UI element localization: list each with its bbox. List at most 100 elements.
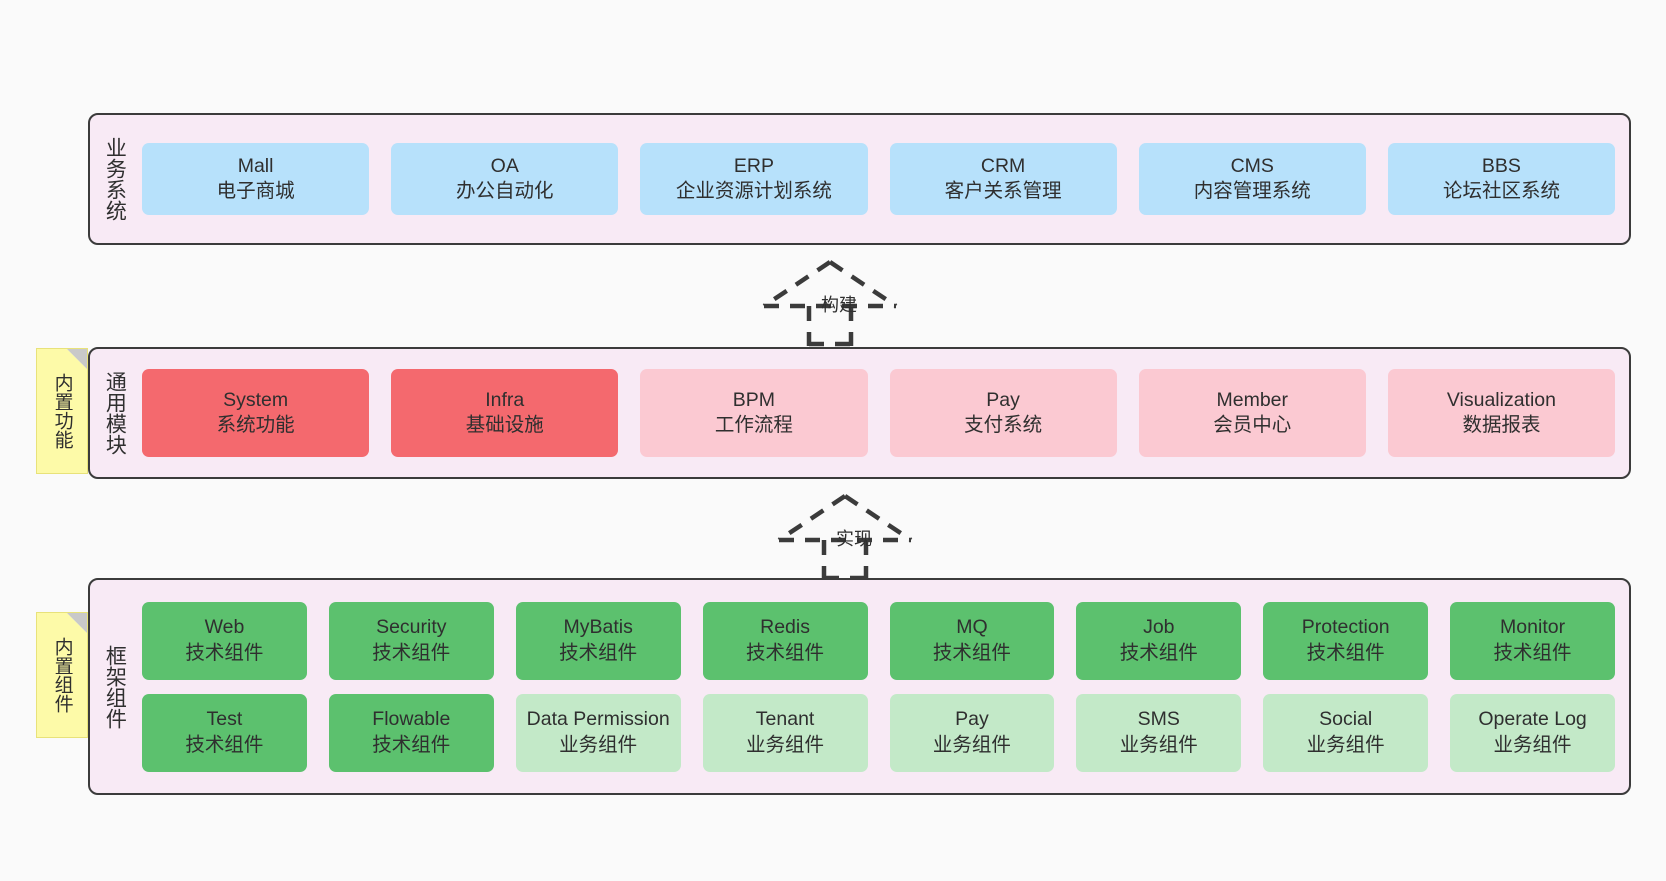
module-card-security[interactable]: Security 技术组件: [328, 601, 494, 680]
module-card-job[interactable]: Job 技术组件: [1076, 601, 1242, 680]
module-name: Social: [1319, 708, 1373, 731]
module-desc: 论坛社区系统: [1442, 180, 1560, 202]
layer-row: Test 技术组件 Flowable 技术组件 Data Permission …: [142, 693, 1615, 772]
module-card-social[interactable]: Social 业务组件: [1263, 693, 1429, 772]
module-desc: 客户关系管理: [944, 180, 1062, 202]
module-name: Test: [206, 708, 243, 731]
layer-row: Mall 电子商城 OA 办公自动化 ERP 企业资源计划系统 CRM 客户关系…: [142, 143, 1616, 215]
layer-common-module: 通用模块 System 系统功能 Infra 基础设施 BPM 工作流程 Pay…: [88, 347, 1631, 479]
module-desc: 技术组件: [559, 641, 638, 664]
module-name: BBS: [1481, 154, 1521, 177]
module-name: Mall: [237, 154, 274, 177]
module-card-mall[interactable]: Mall 电子商城: [142, 143, 370, 215]
module-card-bbs[interactable]: BBS 论坛社区系统: [1387, 143, 1616, 215]
layer-body-framework-component: Web 技术组件 Security 技术组件 MyBatis 技术组件 Redi…: [138, 580, 1629, 793]
connector-label-implement: 实现: [836, 529, 872, 549]
module-name: CMS: [1230, 154, 1274, 177]
sticky-note-label: 内置组件: [51, 637, 73, 713]
layer-body-common-module: System 系统功能 Infra 基础设施 BPM 工作流程 Pay 支付系统…: [138, 349, 1629, 477]
module-desc: 业务组件: [1306, 733, 1385, 756]
module-desc: 基础设施: [465, 414, 544, 436]
module-card-crm[interactable]: CRM 客户关系管理: [889, 143, 1117, 215]
module-name: Member: [1216, 388, 1289, 411]
layer-title-common-module: 通用模块: [103, 371, 127, 455]
module-name: Security: [376, 616, 447, 639]
module-name: OA: [490, 154, 519, 177]
module-desc: 技术组件: [372, 733, 451, 756]
module-name: Monitor: [1500, 616, 1566, 639]
layer-title-business-system: 业务系统: [103, 137, 127, 221]
module-card-erp[interactable]: ERP 企业资源计划系统: [640, 143, 868, 215]
module-card-bpm[interactable]: BPM 工作流程: [640, 369, 868, 457]
module-card-cms[interactable]: CMS 内容管理系统: [1138, 143, 1366, 215]
module-name: Protection: [1301, 616, 1390, 639]
module-card-protection[interactable]: Protection 技术组件: [1263, 601, 1429, 680]
module-card-tenant[interactable]: Tenant 业务组件: [702, 693, 868, 772]
layer-body-business-system: Mall 电子商城 OA 办公自动化 ERP 企业资源计划系统 CRM 客户关系…: [138, 115, 1629, 243]
module-name: Pay: [986, 388, 1020, 411]
module-name: System: [223, 388, 289, 411]
module-card-mq[interactable]: MQ 技术组件: [889, 601, 1055, 680]
module-name: Operate Log: [1478, 708, 1587, 731]
module-name: Flowable: [372, 708, 451, 731]
layer-row: Web 技术组件 Security 技术组件 MyBatis 技术组件 Redi…: [142, 601, 1615, 680]
generalization-arrowhead-icon: [777, 494, 913, 543]
module-card-flowable[interactable]: Flowable 技术组件: [328, 693, 494, 772]
module-card-data-permission[interactable]: Data Permission 业务组件: [515, 693, 681, 772]
module-desc: 技术组件: [1119, 641, 1198, 664]
module-name: Web: [204, 616, 245, 639]
module-desc: 业务组件: [559, 733, 638, 756]
module-name: Infra: [485, 388, 525, 411]
module-desc: 支付系统: [964, 414, 1043, 436]
module-desc: 技术组件: [185, 641, 264, 664]
module-name: Data Permission: [526, 708, 670, 731]
module-desc: 系统功能: [216, 414, 295, 436]
module-desc: 内容管理系统: [1193, 180, 1311, 202]
layer-title-framework-component: 框架组件: [103, 644, 127, 729]
module-name: ERP: [733, 154, 774, 177]
module-name: SMS: [1137, 708, 1180, 731]
module-card-operate-log[interactable]: Operate Log 业务组件: [1450, 693, 1615, 772]
module-card-member[interactable]: Member 会员中心: [1138, 369, 1366, 457]
module-card-redis[interactable]: Redis 技术组件: [702, 601, 868, 680]
module-card-monitor[interactable]: Monitor 技术组件: [1450, 601, 1615, 680]
module-card-oa[interactable]: OA 办公自动化: [391, 143, 619, 215]
module-desc: 数据报表: [1462, 414, 1541, 436]
module-desc: 技术组件: [185, 733, 264, 756]
module-name: Visualization: [1446, 388, 1557, 411]
connector-build: 构建: [755, 258, 905, 347]
module-card-sms[interactable]: SMS 业务组件: [1076, 693, 1242, 772]
module-desc: 技术组件: [1493, 641, 1572, 664]
module-card-test[interactable]: Test 技术组件: [142, 693, 307, 772]
connector-label-build: 构建: [821, 295, 857, 315]
module-card-pay[interactable]: Pay 支付系统: [889, 369, 1117, 457]
module-desc: 业务组件: [932, 733, 1011, 756]
module-desc: 电子商城: [216, 180, 295, 202]
module-card-infra[interactable]: Infra 基础设施: [391, 369, 619, 457]
module-card-system[interactable]: System 系统功能: [142, 369, 370, 457]
module-desc: 企业资源计划系统: [675, 180, 832, 202]
module-name: Pay: [955, 708, 989, 731]
module-desc: 业务组件: [1119, 733, 1198, 756]
module-card-pay-business[interactable]: Pay 业务组件: [889, 693, 1055, 772]
module-name: BPM: [732, 388, 776, 411]
module-name: Tenant: [755, 708, 815, 731]
module-desc: 会员中心: [1213, 414, 1292, 436]
module-desc: 业务组件: [1493, 733, 1572, 756]
connector-implement: 实现: [770, 492, 920, 581]
module-name: MQ: [956, 616, 988, 639]
sticky-note-label: 内置功能: [51, 373, 73, 449]
sticky-note-builtin-components: 内置组件: [36, 612, 88, 738]
module-card-visualization[interactable]: Visualization 数据报表: [1387, 369, 1616, 457]
sticky-note-builtin-features: 内置功能: [36, 348, 88, 474]
module-card-web[interactable]: Web 技术组件: [142, 601, 307, 680]
module-name: MyBatis: [563, 616, 633, 639]
layer-business-system: 业务系统 Mall 电子商城 OA 办公自动化 ERP 企业资源计划系统 CRM…: [88, 113, 1631, 245]
module-desc: 技术组件: [1306, 641, 1385, 664]
generalization-arrowhead-icon: [762, 260, 898, 309]
module-desc: 工作流程: [714, 414, 793, 436]
module-desc: 办公自动化: [456, 180, 554, 202]
layer-framework-component: 框架组件 Web 技术组件 Security 技术组件 MyBatis 技术组件…: [88, 578, 1631, 795]
module-card-mybatis[interactable]: MyBatis 技术组件: [515, 601, 681, 680]
